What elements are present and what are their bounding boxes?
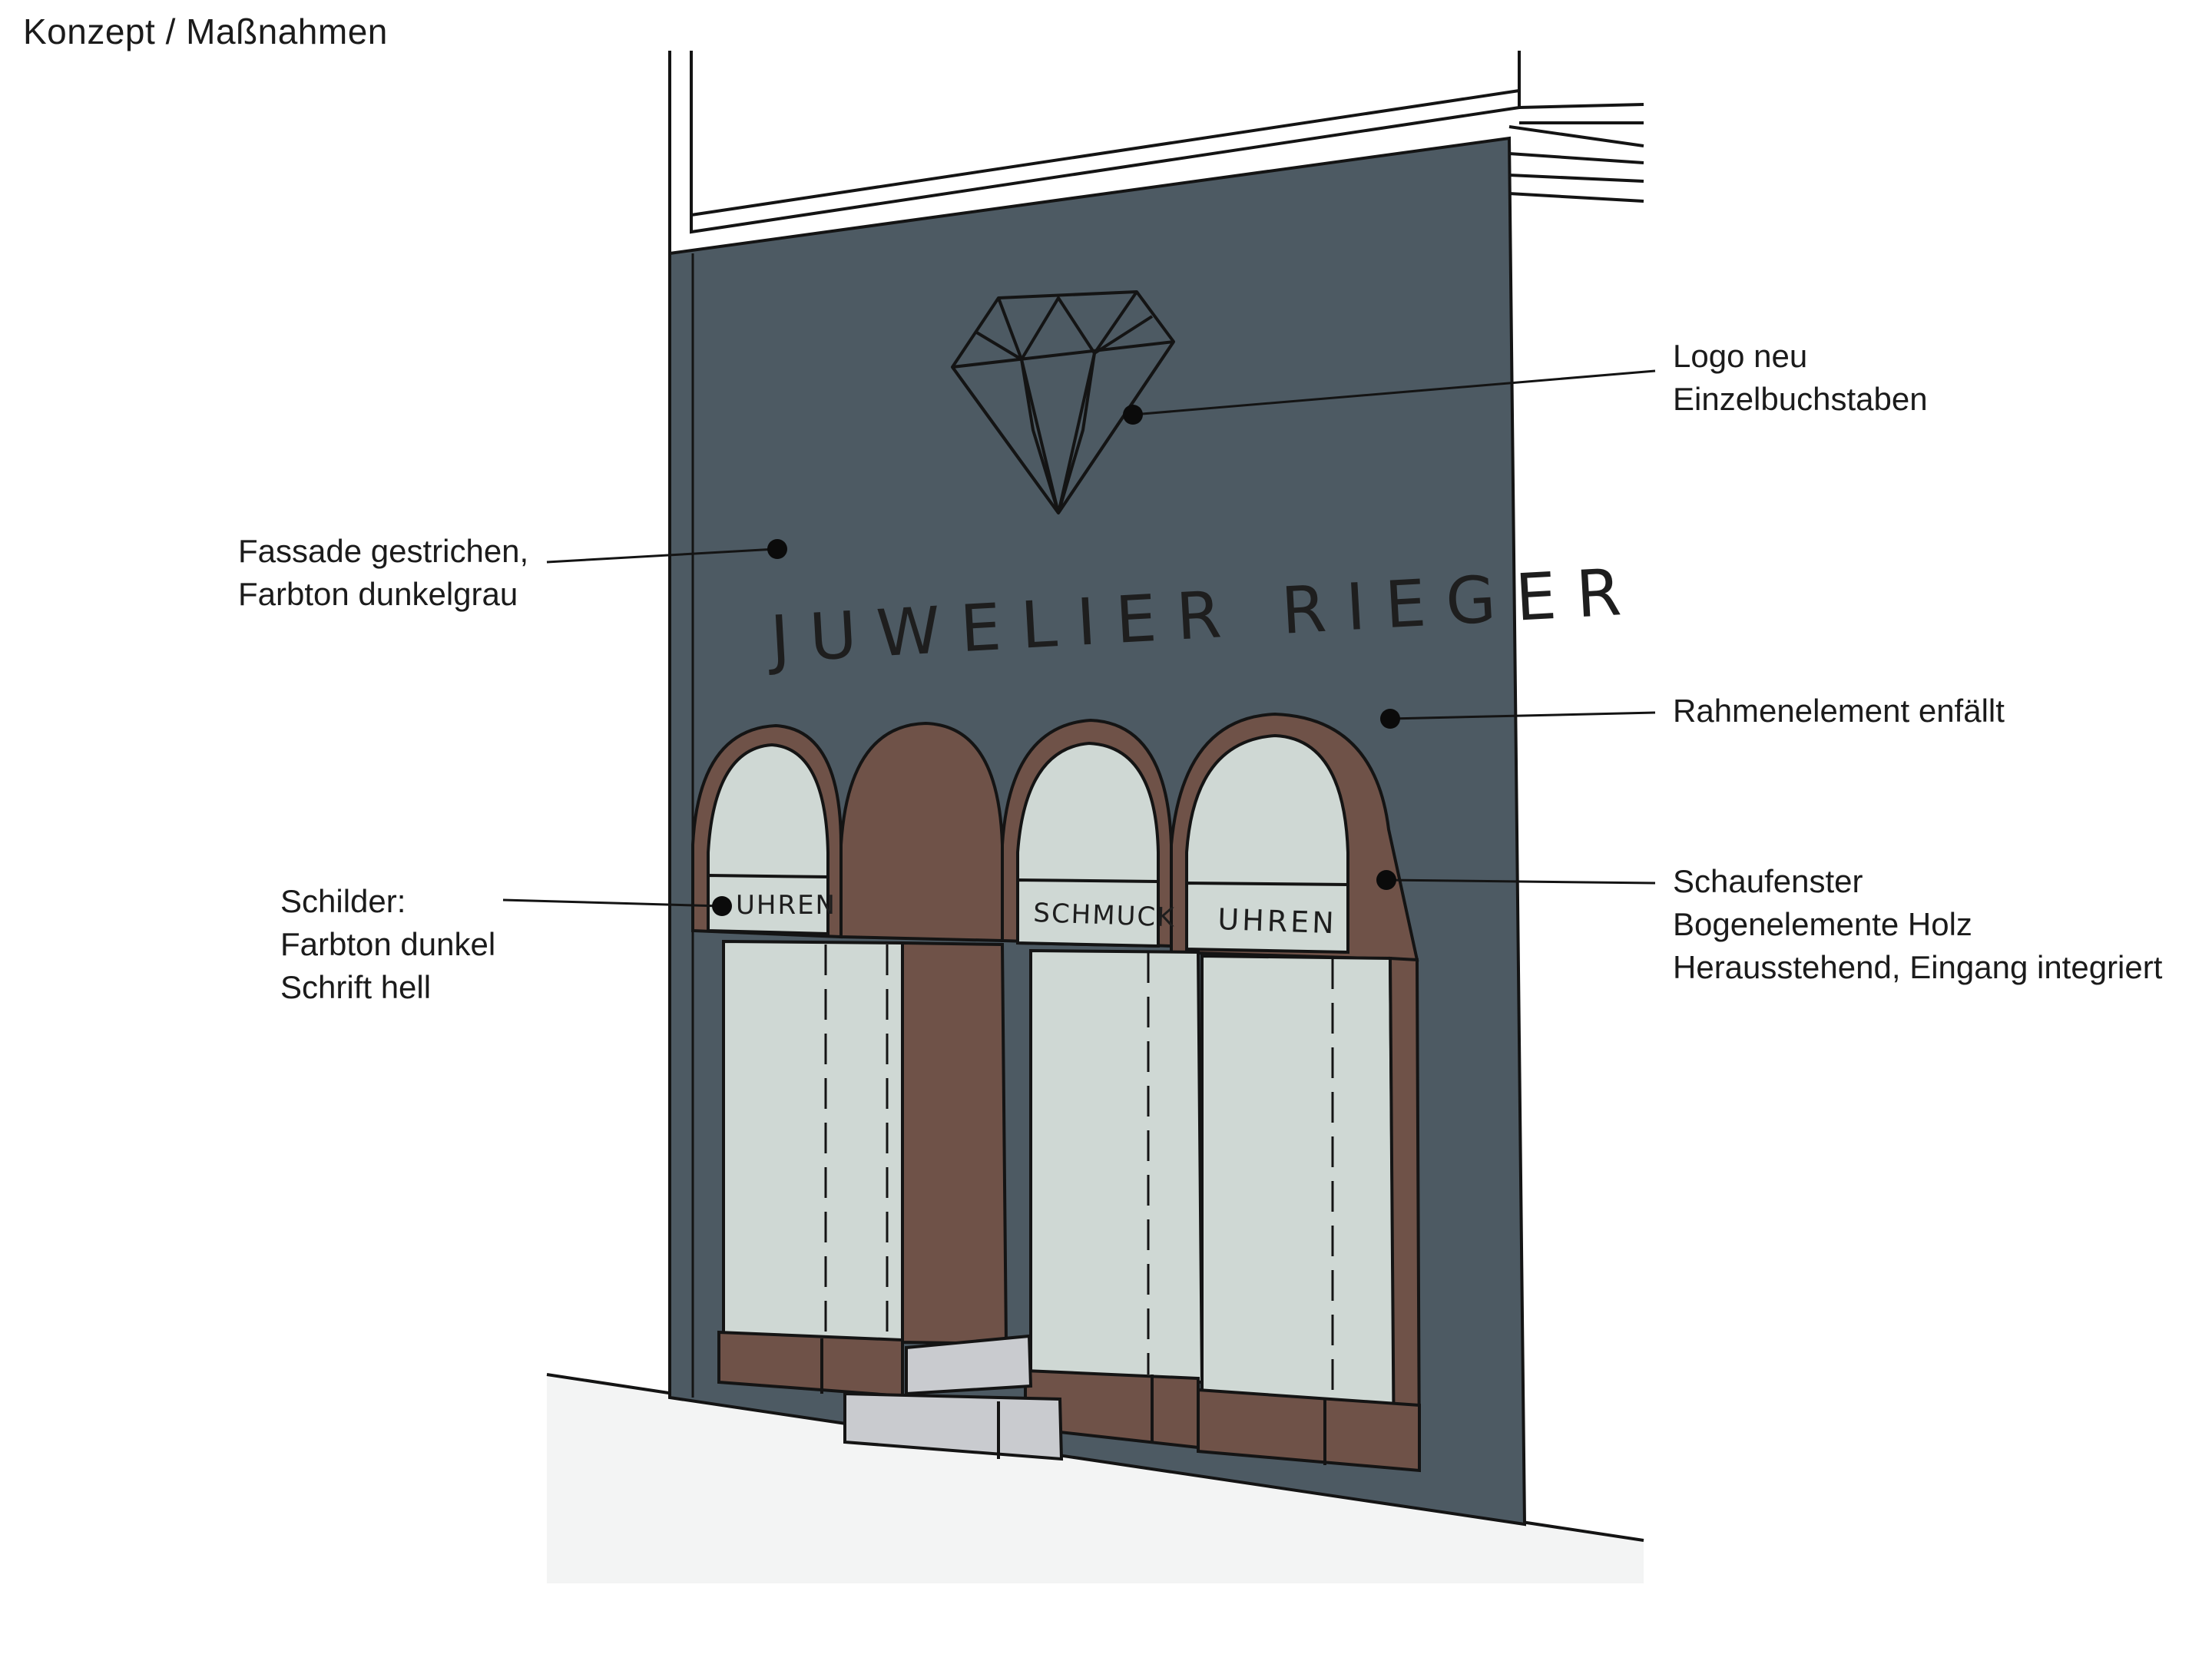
annotation-fassade-line-2: Farbton dunkelgrau [238, 576, 518, 612]
annotation-fassade-line-1: Fassade gestrichen, [238, 533, 529, 569]
shop-windows [691, 712, 1422, 1473]
annotation-logo: Logo neu Einzelbuchstaben [1673, 335, 1928, 421]
annotation-schilder: Schilder: Farbton dunkel Schrift hell [280, 880, 495, 1009]
sign-uhren-right: UHREN [1217, 902, 1338, 940]
sign-schmuck: SCHMUCK [1033, 898, 1176, 933]
annotation-logo-line-2: Einzelbuchstaben [1673, 381, 1928, 417]
sign-uhren-left: UHREN [736, 890, 836, 921]
rahmen-marker [1380, 709, 1400, 729]
annotation-fassade: Fassade gestrichen, Farbton dunkelgrau [238, 530, 528, 616]
annotation-schaufenster-line-1: Schaufenster [1673, 863, 1863, 899]
leader-lines [502, 369, 1656, 908]
diamond-icon [951, 290, 1175, 514]
annotation-rahmen: Rahmenelement enfällt [1673, 690, 2005, 733]
cornice [668, 51, 1644, 253]
fassade-marker [767, 539, 787, 559]
annotation-schaufenster-line-3: Herausstehend, Eingang integriert [1673, 949, 2163, 985]
logo-marker [1123, 405, 1143, 425]
schaufenster-marker [1376, 870, 1396, 890]
annotation-schilder-line-2: Farbton dunkel [280, 926, 496, 962]
annotation-schaufenster-line-2: Bogenelemente Holz [1673, 906, 1972, 942]
annotation-schaufenster: Schaufenster Bogenelemente Holz Herausst… [1673, 860, 2162, 989]
leader-dots [712, 405, 1400, 916]
annotation-rahmen-line-1: Rahmenelement enfällt [1673, 693, 2005, 729]
annotation-schilder-line-3: Schrift hell [280, 969, 432, 1005]
page-title: Konzept / Maßnahmen [23, 12, 388, 51]
annotation-logo-line-1: Logo neu [1673, 338, 1808, 374]
annotation-schilder-line-1: Schilder: [280, 883, 406, 919]
sidewalk [547, 1375, 1644, 1583]
schilder-marker [712, 896, 732, 916]
